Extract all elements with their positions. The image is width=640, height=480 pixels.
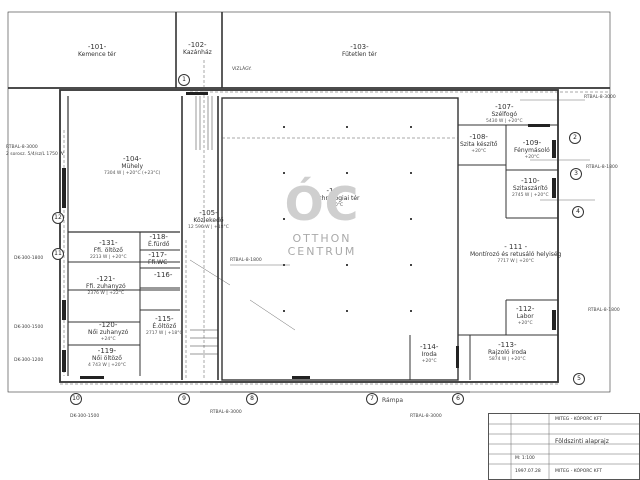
axis-marker-4: 4 (572, 206, 584, 218)
watermark-logo: ÓC OTTHON CENTRUM (262, 180, 382, 258)
room-101: -101-Kemence tér (78, 43, 117, 59)
drawing-date: 1997.07.28 (515, 469, 541, 474)
axis-marker-5: 5 (573, 373, 585, 385)
axis-marker-12: 12 (52, 212, 64, 224)
axis-marker-6: 6 (452, 393, 464, 405)
room-106: -106-Technológiai tér+20°C (312, 187, 360, 209)
room-102: -102-Kazánház (183, 41, 212, 57)
drawing-title: Földszinti alaprajz (555, 438, 609, 445)
room-112: -112-Labor+20°C (516, 305, 535, 327)
radiator-caption: 2 sorosz. 5/4/sz/L 1750 W (6, 152, 64, 157)
room-103: -103-Fűtetlen tér (342, 43, 377, 59)
room-109: -109-Fénymásoló+20°C (514, 139, 550, 161)
axis-marker-7: 7 (366, 393, 378, 405)
watermark-mark: ÓC (284, 177, 360, 231)
radiator-caption: DK-300-1200 (14, 358, 44, 363)
axis-marker-10: 10 (70, 393, 82, 405)
room-114: -114-Iroda+20°C (420, 343, 439, 365)
radiator-caption: DK-300-1800 (14, 256, 44, 261)
radiator-caption: RTBAL-8-3000 (6, 145, 38, 150)
watermark-line1: OTTHON (292, 232, 352, 245)
axis-marker-11: 11 (52, 248, 64, 260)
axis-marker-3: 3 (570, 168, 582, 180)
main-building-outline (59, 89, 559, 383)
room-117: -117-Ffi.WC (148, 251, 168, 267)
ramp-label: Rámpa (382, 397, 404, 404)
axis-marker-9: 9 (178, 393, 190, 405)
radiator-caption: RTBAL-8-1800 (588, 308, 620, 313)
room-118: -118-É.fürdő (148, 233, 170, 249)
radiator-caption: RTBAL-8-1800 (586, 165, 618, 170)
axis-marker-8: 8 (246, 393, 258, 405)
drawing-scale: M: 1:100 (515, 456, 535, 461)
title-block-grid (489, 414, 639, 479)
room-108: -108-Szita készítő+20°C (460, 133, 498, 155)
axis-marker-1: 1 (178, 74, 190, 86)
watermark-line2: CENTRUM (287, 245, 357, 258)
water-softener-label: VIZLÁGY. (232, 67, 252, 72)
radiator-caption: RTBAL-8-1800 (230, 258, 262, 263)
radiator-caption: RTBAL-8-3000 (410, 414, 442, 419)
radiator (62, 168, 66, 208)
company-name-footer: MITEG - KÓPORC KFT (555, 469, 602, 474)
room-120: -120-Női zuhanyzó+24°C (88, 321, 129, 343)
axis-marker-2: 2 (569, 132, 581, 144)
radiator-caption: DK-300-1500 (14, 325, 44, 330)
radiator-caption: DK-300-1500 (70, 414, 100, 419)
room-116: -116- (154, 271, 173, 279)
radiator-caption: RTBAL-8-3000 (210, 410, 242, 415)
company-name: MITEG - KÓPORC KFT (555, 417, 602, 422)
hall-106-outline (221, 97, 459, 381)
title-block: MITEG - KÓPORC KFT Földszinti alaprajz M… (488, 413, 640, 480)
radiator-caption: RTBAL-8-3000 (584, 95, 616, 100)
